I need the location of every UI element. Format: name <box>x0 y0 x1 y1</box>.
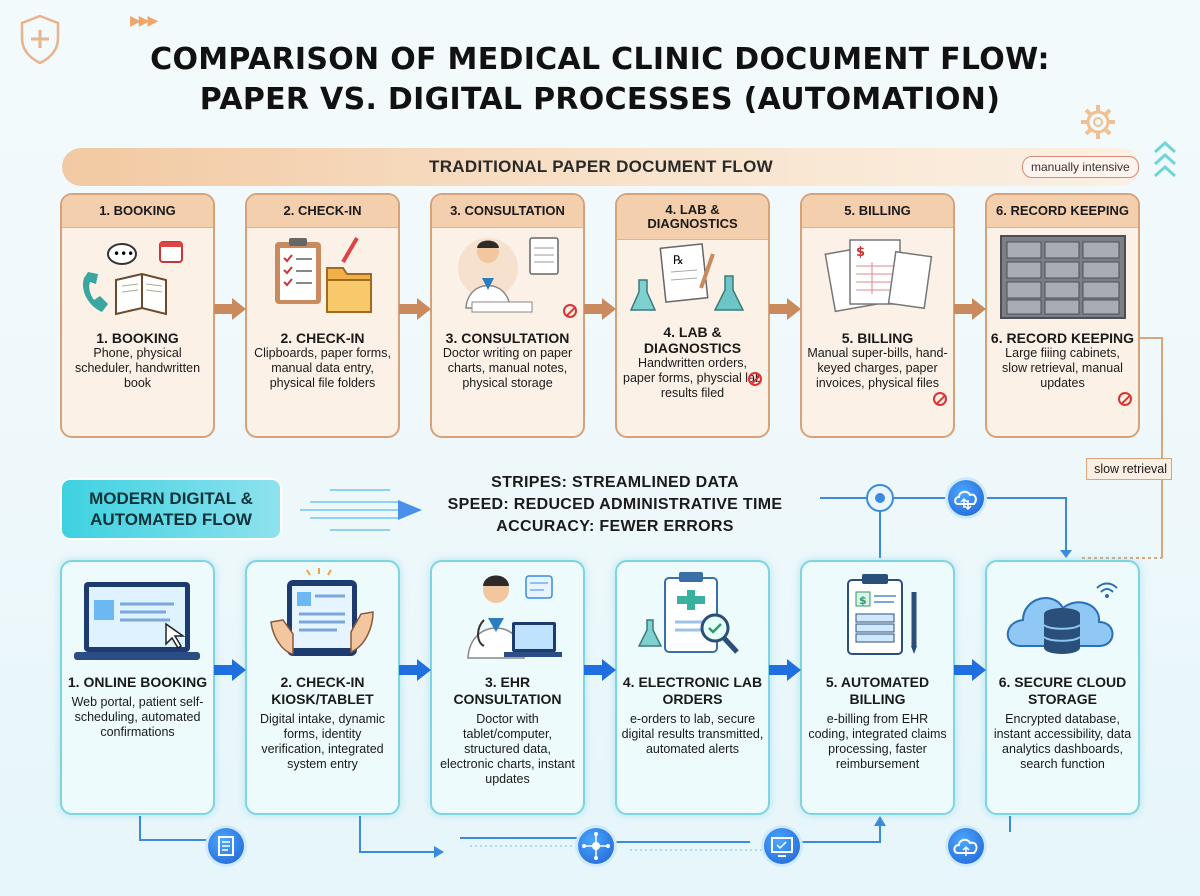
digital-card-title: 6. SECURE CLOUD STORAGE <box>998 674 1127 707</box>
paper-card-title: 4. LAB & DIAGNOSTICS <box>643 324 742 356</box>
digital-flow-arrow <box>214 657 246 683</box>
benefit-accuracy: ACCURACY: FEWER ERRORS <box>496 518 734 535</box>
paper-flow-title: TRADITIONAL PAPER DOCUMENT FLOW <box>429 157 773 176</box>
paper-card-title: 3. CONSULTATION <box>445 330 570 346</box>
paper-card-title: 2. CHECK-IN <box>280 330 365 346</box>
clipboard-folder-icon <box>247 228 398 324</box>
benefit-streamlined: STRIPES: STREAMLINED DATA <box>491 474 739 491</box>
paper-card-desc: Manual super-bills, hand-keyed charges, … <box>807 346 948 390</box>
paper-card-consultation: 3. CONSULTATION 3. CONSULTATION Doctor w… <box>430 193 585 438</box>
laptop-portal-icon <box>62 562 213 674</box>
shield-plus-icon <box>18 14 62 66</box>
paper-invoice-icon: $ <box>802 228 953 406</box>
digital-flow-arrow <box>954 657 986 683</box>
paper-card-check-in: 2. CHECK-IN 2. CHECK-IN Clipboards, pape… <box>245 193 400 438</box>
digital-card-online-booking: 1. ONLINE BOOKING Web portal, patient se… <box>60 560 215 815</box>
title-line-1: COMPARISON OF MEDICAL CLINIC DOCUMENT FL… <box>150 42 1050 77</box>
tablet-kiosk-icon <box>247 562 398 674</box>
lab-flask-icon: ℞ <box>617 240 768 386</box>
slow-retrieval-label: slow retrieval <box>1086 458 1172 480</box>
no-entry-icon <box>933 392 947 406</box>
paper-card-header: 2. CHECK-IN <box>247 195 398 228</box>
cloud-upload-icon <box>948 828 984 864</box>
paper-card-desc: Clipboards, paper forms, manual data ent… <box>254 346 391 390</box>
lab-clipboard-icon <box>617 562 768 674</box>
digital-card-title: 4. ELECTRONIC LAB ORDERS <box>622 674 763 707</box>
digital-flow-label: MODERN DIGITAL & AUTOMATED FLOW <box>60 478 282 540</box>
svg-text:$: $ <box>859 594 867 607</box>
digital-card-desc: e-orders to lab, secure digital results … <box>621 712 764 756</box>
chevrons-up-icon <box>1150 138 1180 178</box>
slow-retrieval-connector <box>1080 336 1170 566</box>
title-line-2: PAPER VS. DIGITAL PROCESSES (AUTOMATION) <box>199 82 1001 117</box>
digital-card-title: 1. ONLINE BOOKING <box>67 674 208 690</box>
paper-flow-arrow <box>214 296 246 322</box>
data-stream-arrows <box>290 480 430 540</box>
digital-card-title: 2. CHECK-IN KIOSK/TABLET <box>271 674 374 707</box>
cloud-sync-icon <box>948 480 984 516</box>
play-arrows-icon: ▶▶▶ <box>130 12 158 28</box>
digital-flow-arrow <box>584 657 616 683</box>
paper-card-billing: 5. BILLING $ 5. BILLING Manual super-bil… <box>800 193 955 438</box>
digital-top-connectors <box>820 470 1080 560</box>
paper-card-booking: 1. BOOKING ••• 1. BOOKING Phone, physica… <box>60 193 215 438</box>
digital-flow-arrow <box>399 657 431 683</box>
bottom-data-connectors <box>130 812 1130 872</box>
digital-card-ehr: 3. EHR CONSULTATION Doctor with tablet/c… <box>430 560 585 815</box>
page-title: COMPARISON OF MEDICAL CLINIC DOCUMENT FL… <box>0 40 1200 120</box>
paper-card-header: 3. CONSULTATION <box>432 195 583 228</box>
paper-card-title: 6. RECORD KEEPING <box>990 330 1135 346</box>
digital-card-cloud: 6. SECURE CLOUD STORAGE Encrypted databa… <box>985 560 1140 815</box>
billing-screen-icon <box>764 828 800 864</box>
paper-flow-band <box>62 148 1140 186</box>
slow-retrieval-text: slow retrieval <box>1094 462 1167 476</box>
no-entry-icon <box>563 304 577 318</box>
paper-card-desc: Phone, physical scheduler, handwritten b… <box>74 346 201 390</box>
filing-cabinet-icon <box>987 228 1138 406</box>
doctor-laptop-icon <box>432 562 583 674</box>
gear-icon <box>1078 102 1118 142</box>
paper-card-lab: 4. LAB & DIAGNOSTICS ℞ 4. LAB & DIAGNOST… <box>615 193 770 438</box>
doctor-writing-icon <box>432 228 583 324</box>
paper-card-header: 5. BILLING <box>802 195 953 228</box>
cloud-database-icon <box>987 562 1138 674</box>
svg-text:•••: ••• <box>113 247 134 261</box>
paper-card-header: 6. RECORD KEEPING <box>987 195 1138 228</box>
paper-flow-arrow <box>584 296 616 322</box>
digital-card-title: 5. AUTOMATED BILLING <box>825 674 930 707</box>
billing-clipboard-icon: $ <box>802 562 953 674</box>
digital-flow-arrow <box>769 657 801 683</box>
digital-card-check-in: 2. CHECK-IN KIOSK/TABLET Digital intake,… <box>245 560 400 815</box>
paper-card-record-keeping: 6. RECORD KEEPING 6. RECORD KEEPING Larg… <box>985 193 1140 438</box>
phone-book-icon: ••• <box>62 228 213 324</box>
svg-text:$: $ <box>856 245 865 260</box>
paper-card-header: 4. LAB & DIAGNOSTICS <box>617 195 768 240</box>
digital-card-desc: e-billing from EHR coding, integrated cl… <box>808 712 947 771</box>
paper-card-desc: Handwritten orders, paper forms, physcia… <box>623 356 762 400</box>
digital-card-desc: Web portal, patient self-scheduling, aut… <box>71 695 204 739</box>
digital-card-title: 3. EHR CONSULTATION <box>453 674 562 707</box>
paper-card-desc: Large fiiing cabinets, slow retrieval, m… <box>1002 346 1123 390</box>
paper-card-title: 1. BOOKING <box>96 330 179 346</box>
digital-card-desc: Encrypted database, instant accessibilit… <box>993 712 1132 771</box>
digital-card-desc: Digital intake, dynamic forms, identity … <box>259 712 386 771</box>
no-entry-icon <box>748 372 762 386</box>
manually-intensive-badge: manually intensive <box>1022 156 1139 178</box>
document-sync-icon <box>208 828 244 864</box>
paper-card-desc: Doctor writing on paper charts, manual n… <box>442 346 573 390</box>
benefit-speed: SPEED: REDUCED ADMINISTRATIVE TIME <box>447 496 783 513</box>
paper-card-title: 5. BILLING <box>841 330 914 346</box>
digital-card-lab: 4. ELECTRONIC LAB ORDERS e-orders to lab… <box>615 560 770 815</box>
paper-flow-arrow <box>954 296 986 322</box>
network-hub-icon <box>578 828 614 864</box>
paper-flow-arrow <box>399 296 431 322</box>
digital-card-billing: $ 5. AUTOMATED BILLING e-billing from EH… <box>800 560 955 815</box>
no-entry-icon <box>1118 392 1132 406</box>
svg-text:℞: ℞ <box>673 253 684 267</box>
paper-card-header: 1. BOOKING <box>62 195 213 228</box>
digital-card-desc: Doctor with tablet/computer, structured … <box>440 712 575 786</box>
paper-flow-arrow <box>769 296 801 322</box>
digital-benefits: STRIPES: STREAMLINED DATA SPEED: REDUCED… <box>400 472 830 538</box>
